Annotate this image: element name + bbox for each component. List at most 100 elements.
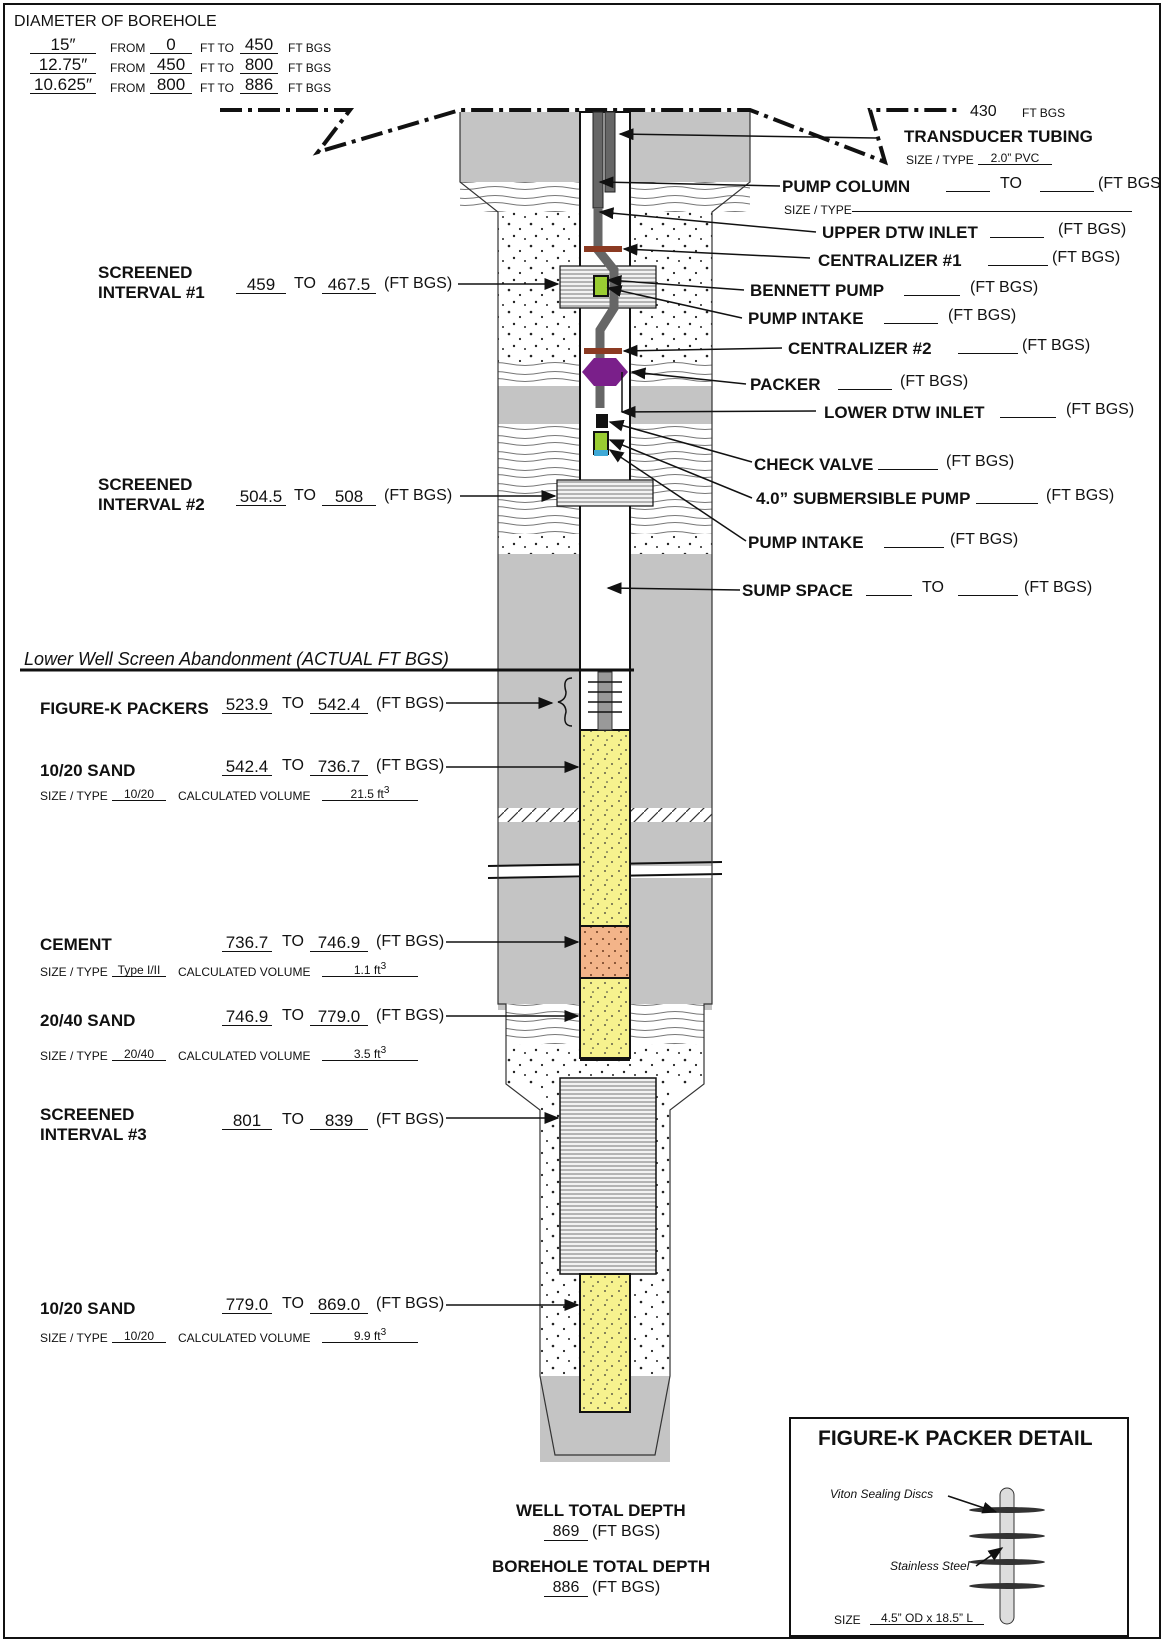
pump-column-from-blank [946, 191, 990, 192]
bennett-pump-blank [904, 295, 960, 296]
borehole-total-depth-label: BOREHOLE TOTAL DEPTH [492, 1557, 711, 1576]
sand-lower-size: 10/20 [112, 1330, 166, 1343]
ground-surface-line [220, 108, 960, 166]
sump-space-label: SUMP SPACE [742, 581, 853, 600]
centralizer-2-blank [958, 353, 1018, 354]
cement-size-label: SIZE / TYPE [40, 965, 108, 979]
figure-k-packers-from: 523.9 [222, 696, 272, 714]
screen-3-label: SCREENED [40, 1105, 135, 1124]
left-leaders [446, 278, 580, 1311]
well-total-depth-value: 869 [544, 1524, 588, 1541]
sand-2040-vol: 3.5 ft [353, 1047, 381, 1061]
lower-dtw-inlet-unit: (FT BGS) [1066, 401, 1135, 418]
sand-lower-unit: (FT BGS) [376, 1295, 445, 1312]
transducer-size-label: SIZE / TYPE [906, 153, 974, 167]
pump-intake-2-label: PUMP INTAKE [748, 533, 864, 552]
packer-blank [838, 389, 892, 390]
viton-label: Viton Sealing Discs [830, 1487, 934, 1501]
cement-from: 736.7 [222, 934, 272, 952]
screen-1-label: SCREENED [98, 263, 193, 282]
pump-intake-2-blank [884, 547, 944, 548]
submersible-pump-blank [976, 503, 1038, 504]
screen-1-label-2: INTERVAL #1 [98, 283, 205, 302]
sand-upper-vol-label: CALCULATED VOLUME [178, 789, 311, 803]
ftbgs-label: FT BGS [288, 61, 332, 75]
packer-label: PACKER [750, 375, 821, 394]
well-total-depth-label: WELL TOTAL DEPTH [516, 1501, 686, 1520]
diagram-frame [3, 3, 1161, 1639]
top-depth-value: 430 [970, 103, 997, 120]
screen-3-to-word: TO [282, 1111, 304, 1128]
sand-upper-to: 736.7 [310, 758, 368, 776]
sump-space-to-blank [958, 595, 1018, 596]
diameter-to: 800 [240, 56, 278, 74]
cement-unit: (FT BGS) [376, 933, 445, 950]
cement-vol-label: CALCULATED VOLUME [178, 965, 311, 979]
figure-k-packers-to-word: TO [282, 695, 304, 712]
pump-column-size-blank [852, 211, 1132, 212]
ftbgs-label: FT BGS [288, 41, 332, 55]
transducer-tubing-label: TRANSDUCER TUBING [904, 127, 1093, 146]
sand-upper-size: 10/20 [112, 788, 166, 801]
diameter-title: DIAMETER OF BOREHOLE [14, 13, 217, 30]
sand-lower-label: 10/20 SAND [40, 1299, 136, 1318]
screen-2-label-2: INTERVAL #2 [98, 495, 205, 514]
diameter-to: 450 [240, 36, 278, 54]
cement-to-word: TO [282, 933, 304, 950]
upper-dtw-inlet-label: UPPER DTW INLET [822, 223, 978, 242]
detail-size-label: SIZE [834, 1613, 861, 1627]
sand-2040-vol-sup: 3 [380, 1045, 387, 1056]
pump-intake-1-unit: (FT BGS) [948, 307, 1017, 324]
sand-2040-from: 746.9 [222, 1008, 272, 1026]
sand-upper-from: 542.4 [222, 758, 272, 776]
figure-k-packers-unit: (FT BGS) [376, 695, 445, 712]
pump-column-unit: (FT BGS [1098, 175, 1161, 192]
centralizer-1-blank [988, 265, 1048, 266]
figure-k-packers-label: FIGURE-K PACKERS [40, 699, 209, 718]
sand-2040-size: 20/40 [112, 1048, 166, 1061]
from-label: FROM [110, 81, 146, 95]
cement-vol-sup: 3 [380, 961, 387, 972]
packer-unit: (FT BGS) [900, 373, 969, 390]
ftto-label: FT TO [200, 41, 235, 55]
screen-3-unit: (FT BGS) [376, 1111, 445, 1128]
pump-column-to-blank [1040, 191, 1094, 192]
centralizer-2-label: CENTRALIZER #2 [788, 339, 932, 358]
bennett-pump-label: BENNETT PUMP [750, 281, 885, 300]
sand-lower-to: 869.0 [310, 1296, 368, 1314]
screen-3-from: 801 [222, 1112, 272, 1130]
sand-lower-vol: 9.9 ft [353, 1329, 381, 1343]
screen-2-to: 508 [322, 488, 376, 506]
screen-1-to-word: TO [294, 275, 316, 292]
sand-2040-label: 20/40 SAND [40, 1011, 136, 1030]
sand-upper-vol: 21.5 ft [350, 787, 384, 801]
lower-dtw-inlet-label: LOWER DTW INLET [824, 403, 985, 422]
diameter-from: 450 [150, 56, 192, 74]
upper-dtw-inlet-unit: (FT BGS) [1058, 221, 1127, 238]
sand-lower-from: 779.0 [222, 1296, 272, 1314]
from-label: FROM [110, 41, 146, 55]
sump-space-from-blank [866, 595, 912, 596]
submersible-pump-unit: (FT BGS) [1046, 487, 1115, 504]
borehole-total-depth-unit: (FT BGS) [592, 1579, 661, 1596]
pump-column-label: PUMP COLUMN [782, 177, 911, 196]
well-total-depth-unit: (FT BGS) [592, 1523, 661, 1540]
from-label: FROM [110, 61, 146, 75]
pump-column-size-label: SIZE / TYPE [784, 203, 852, 217]
screen-3-to: 839 [310, 1112, 368, 1130]
screen-2-label: SCREENED [98, 475, 193, 494]
diameter-from: 800 [150, 76, 192, 94]
ftbgs-label: FT BGS [288, 81, 332, 95]
pump-intake-2-unit: (FT BGS) [950, 531, 1019, 548]
transducer-size-value: 2.0” PVC [978, 152, 1052, 165]
sand-2040-unit: (FT BGS) [376, 1007, 445, 1024]
sand-upper-size-label: SIZE / TYPE [40, 789, 108, 803]
pump-intake-1-blank [884, 323, 938, 324]
sand-upper-unit: (FT BGS) [376, 757, 445, 774]
sump-space-unit: (FT BGS) [1024, 579, 1093, 596]
detail-size-value: 4.5” OD x 18.5” L [870, 1612, 984, 1625]
sand-upper-vol-sup: 3 [383, 785, 390, 796]
check-valve-label: CHECK VALVE [754, 455, 874, 474]
sump-space-to: TO [922, 579, 944, 596]
